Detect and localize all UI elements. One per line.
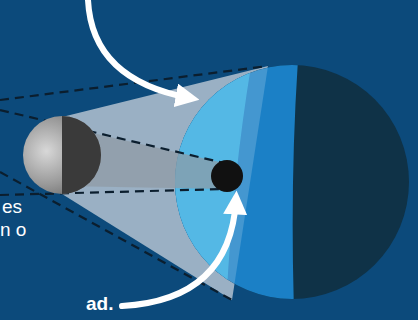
umbra-spot [211,160,243,192]
dashed-line [0,66,268,100]
moon-dark-side [62,116,101,194]
penumbra-on-earth [62,66,268,300]
caption-fragment: ad. [86,293,113,315]
caption-fragment: es [2,196,22,218]
pointer-arrow [88,0,190,98]
pointer-arrow [122,200,236,306]
moon [23,116,101,194]
earth [62,60,418,310]
shadow-lines [0,66,268,300]
penumbra-cone [62,66,268,300]
caption-fragment: n o [0,219,26,241]
